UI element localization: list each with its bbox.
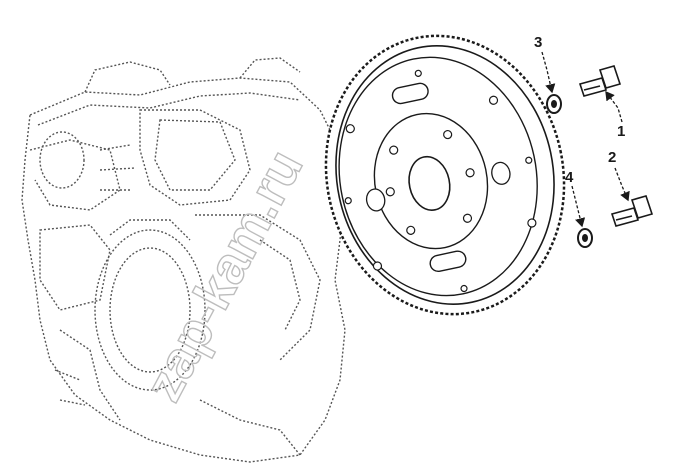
leader-lines [541, 51, 630, 228]
watermark: zap-kam.ru [134, 141, 314, 411]
bolt-lower [610, 195, 654, 227]
mounting-holes [344, 69, 537, 293]
pilot-hole-right [491, 161, 511, 185]
callout-4: 4 [565, 169, 574, 186]
slot-lower [429, 250, 467, 273]
flywheel [324, 34, 566, 316]
washer-lower [577, 228, 593, 248]
ring-gear-inner [335, 45, 555, 305]
callout-3: 3 [534, 34, 542, 51]
pilot-hole-left [365, 188, 386, 212]
callout-2: 2 [608, 149, 616, 166]
callout-1: 1 [617, 123, 625, 140]
washer-upper [546, 94, 562, 114]
slot-upper [391, 82, 429, 105]
bolt-upper [578, 65, 622, 97]
engine-housing-outline [21, 57, 346, 463]
hub-bore [408, 155, 451, 211]
